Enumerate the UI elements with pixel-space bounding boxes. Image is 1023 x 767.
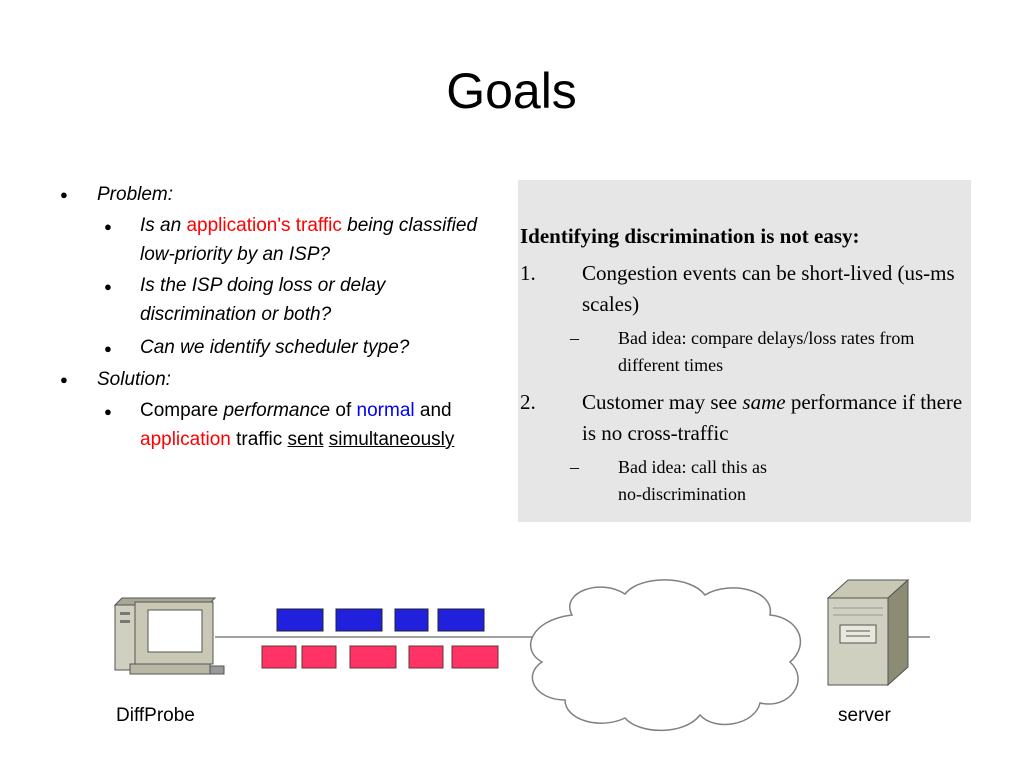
problem-item-a: ● Is an application's traffic being clas… (60, 211, 500, 269)
bullet-dot: ● (60, 187, 68, 202)
bullet-dot: ● (104, 341, 112, 356)
network-diagram (113, 578, 930, 732)
item-text: Congestion events can be short-lived (us… (582, 261, 955, 316)
item-highlight-red: application (140, 429, 231, 450)
computer-icon (113, 597, 225, 675)
text-line: no-discrimination (618, 484, 746, 504)
item-text: and (419, 400, 452, 421)
application-packet (408, 645, 444, 669)
application-packet (301, 645, 337, 669)
normal-packet (394, 608, 429, 632)
text-part: Customer may see (582, 390, 738, 414)
problem-item-c: ● Can we identify scheduler type? (60, 333, 500, 362)
note-box: Identifying discrimination is not easy: … (518, 180, 971, 522)
problem-label: Problem: (97, 184, 174, 205)
goals-list: ● Problem: ● Is an application's traffic… (60, 180, 500, 454)
bullet-dot: ● (104, 279, 112, 294)
item-text: Is the ISP doing loss or delay discrimin… (140, 275, 386, 325)
problem-bullet: ● Problem: (60, 180, 500, 209)
subitem-text: Bad idea: compare delays/loss rates from… (618, 328, 915, 375)
diffprobe-label: DiffProbe (116, 705, 195, 726)
server-icon (826, 578, 910, 687)
item-text: Compare (140, 400, 219, 421)
solution-bullet: ● Solution: (60, 365, 500, 394)
bullet-dot: ● (60, 372, 68, 387)
item-text-italic: performance (223, 400, 331, 421)
bullet-dot: ● (104, 404, 112, 419)
item-text: Customer may see same performance if the… (582, 387, 972, 449)
solution-label: Solution: (97, 369, 171, 390)
item-number: 1. (520, 261, 536, 285)
slide-title: Goals (446, 63, 577, 119)
item-text: of (335, 400, 352, 421)
problem-item-b: ● Is the ISP doing loss or delay discrim… (60, 271, 500, 329)
normal-packet (276, 608, 324, 632)
application-packet (349, 645, 397, 669)
item-highlight-red: application's traffic (186, 215, 342, 236)
item-text: Is an (140, 215, 182, 236)
item-highlight-blue: normal (356, 400, 415, 421)
dash: – (570, 457, 579, 477)
item-text: Can we identify scheduler type? (140, 337, 410, 358)
text-part: performance if there is no cross-traffic (582, 390, 963, 445)
item-text-underline: simultaneously (328, 429, 455, 450)
normal-packet (335, 608, 383, 632)
application-packet (451, 645, 499, 669)
text-line: Bad idea: call this as (618, 457, 767, 477)
normal-packet (437, 608, 485, 632)
text-em: same (742, 390, 786, 414)
item-text-underline: sent (287, 429, 324, 450)
dash: – (570, 328, 579, 348)
item-text: traffic (236, 429, 283, 450)
subitem-text: Bad idea: call this as no-discrimination (618, 454, 958, 508)
item-text: being classified low-priority by an ISP? (140, 215, 478, 265)
bullet-dot: ● (104, 219, 112, 234)
cloud-icon (530, 579, 801, 732)
item-number: 2. (520, 390, 536, 414)
solution-item: ● Compare performance of normal and appl… (60, 396, 500, 454)
note-heading: Identifying discrimination is not easy: (520, 224, 860, 248)
server-label: server (838, 705, 891, 726)
application-packet (261, 645, 297, 669)
